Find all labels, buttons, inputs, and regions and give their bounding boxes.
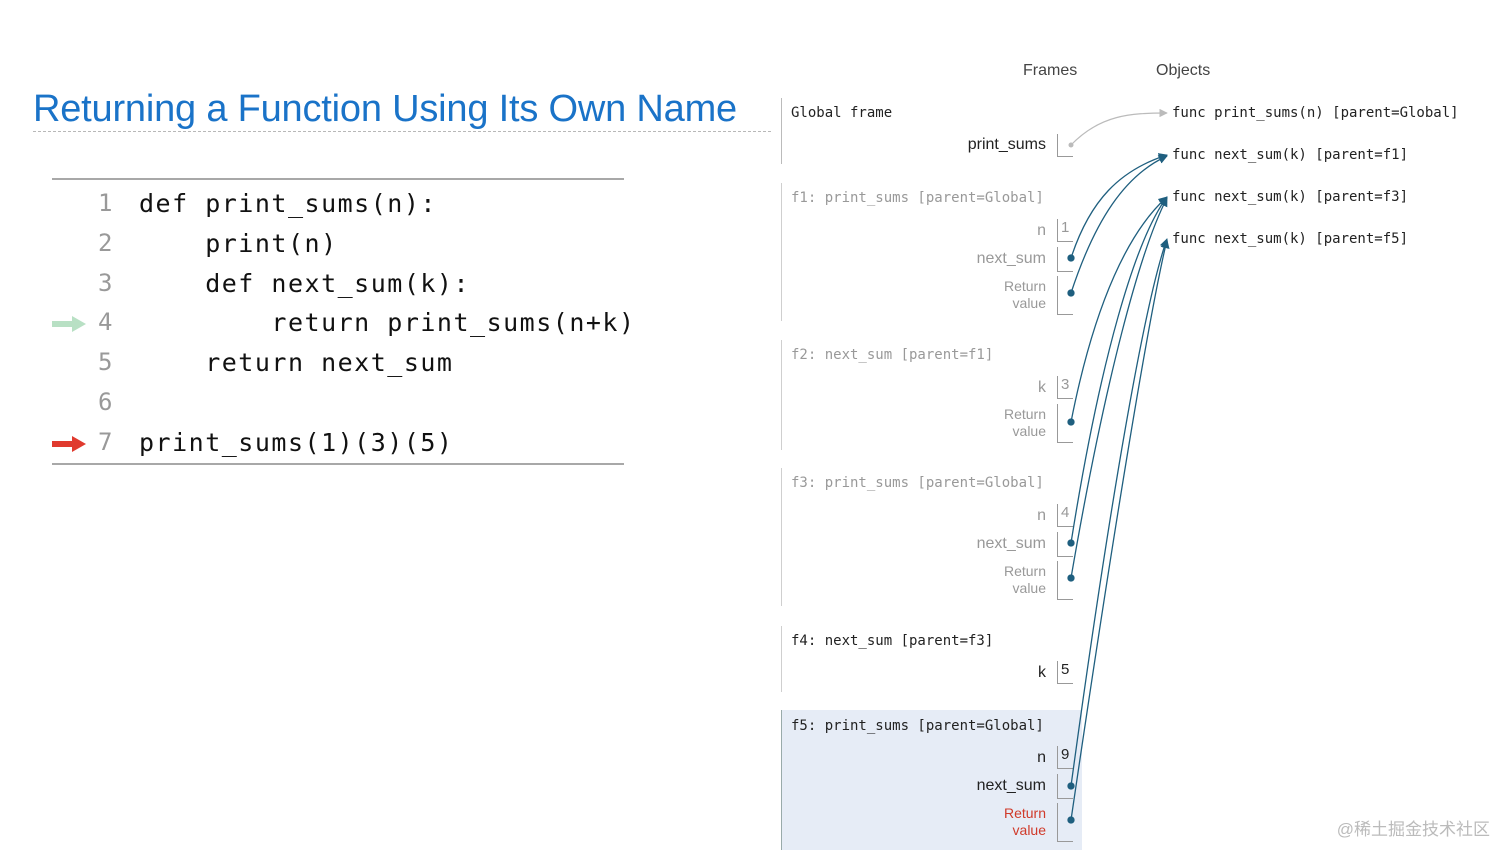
code-top-rule [52, 178, 624, 180]
pointer-f5-next-sum [1070, 238, 1169, 787]
value-text: 4 [1061, 504, 1070, 521]
var-name: print_sums [967, 136, 1046, 153]
pointer-f1-next-sum [1070, 153, 1168, 259]
global-frame: Global frame print_sums [781, 98, 1082, 164]
code-text: print_sums(1)(3)(5) [139, 428, 454, 457]
value-box: 1 [1057, 219, 1073, 242]
frames-header: Frames [1023, 62, 1078, 79]
title-divider [33, 131, 771, 132]
var-name: k [1038, 379, 1046, 396]
frame-title: f5: print_sums [parent=Global] [791, 718, 1044, 734]
line-number: 4 [98, 308, 113, 336]
pointer-global-print-sums [1068, 108, 1168, 148]
objects-header: Objects [1156, 62, 1211, 79]
frame-f1: f1: print_sums [parent=Global] n 1 next_… [781, 183, 1082, 321]
line-number: 7 [98, 428, 113, 456]
value-box [1057, 561, 1073, 600]
pointer-f3-next-sum [1070, 196, 1168, 544]
code-text: def print_sums(n): [139, 189, 437, 218]
var-name: next_sum [976, 777, 1046, 794]
value-box: 3 [1057, 376, 1073, 399]
code-bottom-rule [52, 463, 624, 465]
code-text: print(n) [139, 229, 338, 258]
next-line-arrow-icon [52, 436, 86, 452]
value-box [1057, 404, 1073, 443]
code-line: 6 [52, 388, 624, 428]
frame-title: f1: print_sums [parent=Global] [791, 190, 1044, 206]
code-line: 2 print(n) [52, 229, 624, 269]
value-box [1057, 276, 1073, 315]
frame-f4: f4: next_sum [parent=f3] k 5 [781, 626, 1082, 692]
code-text: return next_sum [139, 348, 454, 377]
var-name: k [1038, 664, 1046, 681]
pointer-f2-return [1070, 196, 1168, 423]
value-box: 9 [1057, 746, 1073, 769]
frame-title: f4: next_sum [parent=f3] [791, 633, 994, 649]
var-name: n [1037, 749, 1046, 766]
var-name: next_sum [976, 250, 1046, 267]
prev-line-arrow-icon [52, 316, 86, 332]
frame-title: Global frame [791, 105, 893, 121]
code-line: 7 print_sums(1)(3)(5) [52, 428, 624, 468]
frame-f5: f5: print_sums [parent=Global] n 9 next_… [781, 710, 1082, 850]
line-number: 5 [98, 348, 113, 376]
pointer-f3-return [1070, 197, 1168, 579]
frame-title: f2: next_sum [parent=f1] [791, 347, 994, 363]
code-line: 5 return next_sum [52, 348, 624, 388]
var-name: next_sum [976, 535, 1046, 552]
line-number: 2 [98, 229, 113, 257]
value-text: 9 [1061, 746, 1070, 763]
code-line: 3 def next_sum(k): [52, 269, 624, 309]
slide-title: Returning a Function Using Its Own Name [33, 88, 737, 130]
line-number: 1 [98, 189, 113, 217]
value-text: 3 [1061, 376, 1070, 393]
var-name: n [1037, 222, 1046, 239]
value-box [1057, 774, 1073, 799]
value-box: 4 [1057, 504, 1073, 527]
object-func: func next_sum(k) [parent=f5] [1172, 231, 1409, 247]
object-func: func print_sums(n) [parent=Global] [1172, 105, 1459, 121]
value-text: 1 [1061, 219, 1070, 236]
frame-title: f3: print_sums [parent=Global] [791, 475, 1044, 491]
line-number: 6 [98, 388, 113, 416]
pointer-f5-return [1070, 239, 1170, 821]
line-number: 3 [98, 269, 113, 297]
value-box [1057, 247, 1073, 272]
value-text: 5 [1061, 661, 1070, 678]
code-line: 1 def print_sums(n): [52, 189, 624, 229]
value-box: 5 [1057, 661, 1073, 684]
var-name: n [1037, 507, 1046, 524]
value-box [1057, 532, 1073, 557]
object-func: func next_sum(k) [parent=f3] [1172, 189, 1409, 205]
code-text: return print_sums(n+k) [139, 308, 636, 337]
pointer-f1-return [1070, 155, 1168, 294]
value-box [1057, 803, 1073, 842]
watermark: @稀土掘金技术社区 [1336, 820, 1490, 839]
object-func: func next_sum(k) [parent=f1] [1172, 147, 1409, 163]
value-box [1057, 134, 1073, 157]
code-line: 4 return print_sums(n+k) [52, 308, 634, 348]
frame-f3: f3: print_sums [parent=Global] n 4 next_… [781, 468, 1082, 606]
code-text: def next_sum(k): [139, 269, 471, 298]
